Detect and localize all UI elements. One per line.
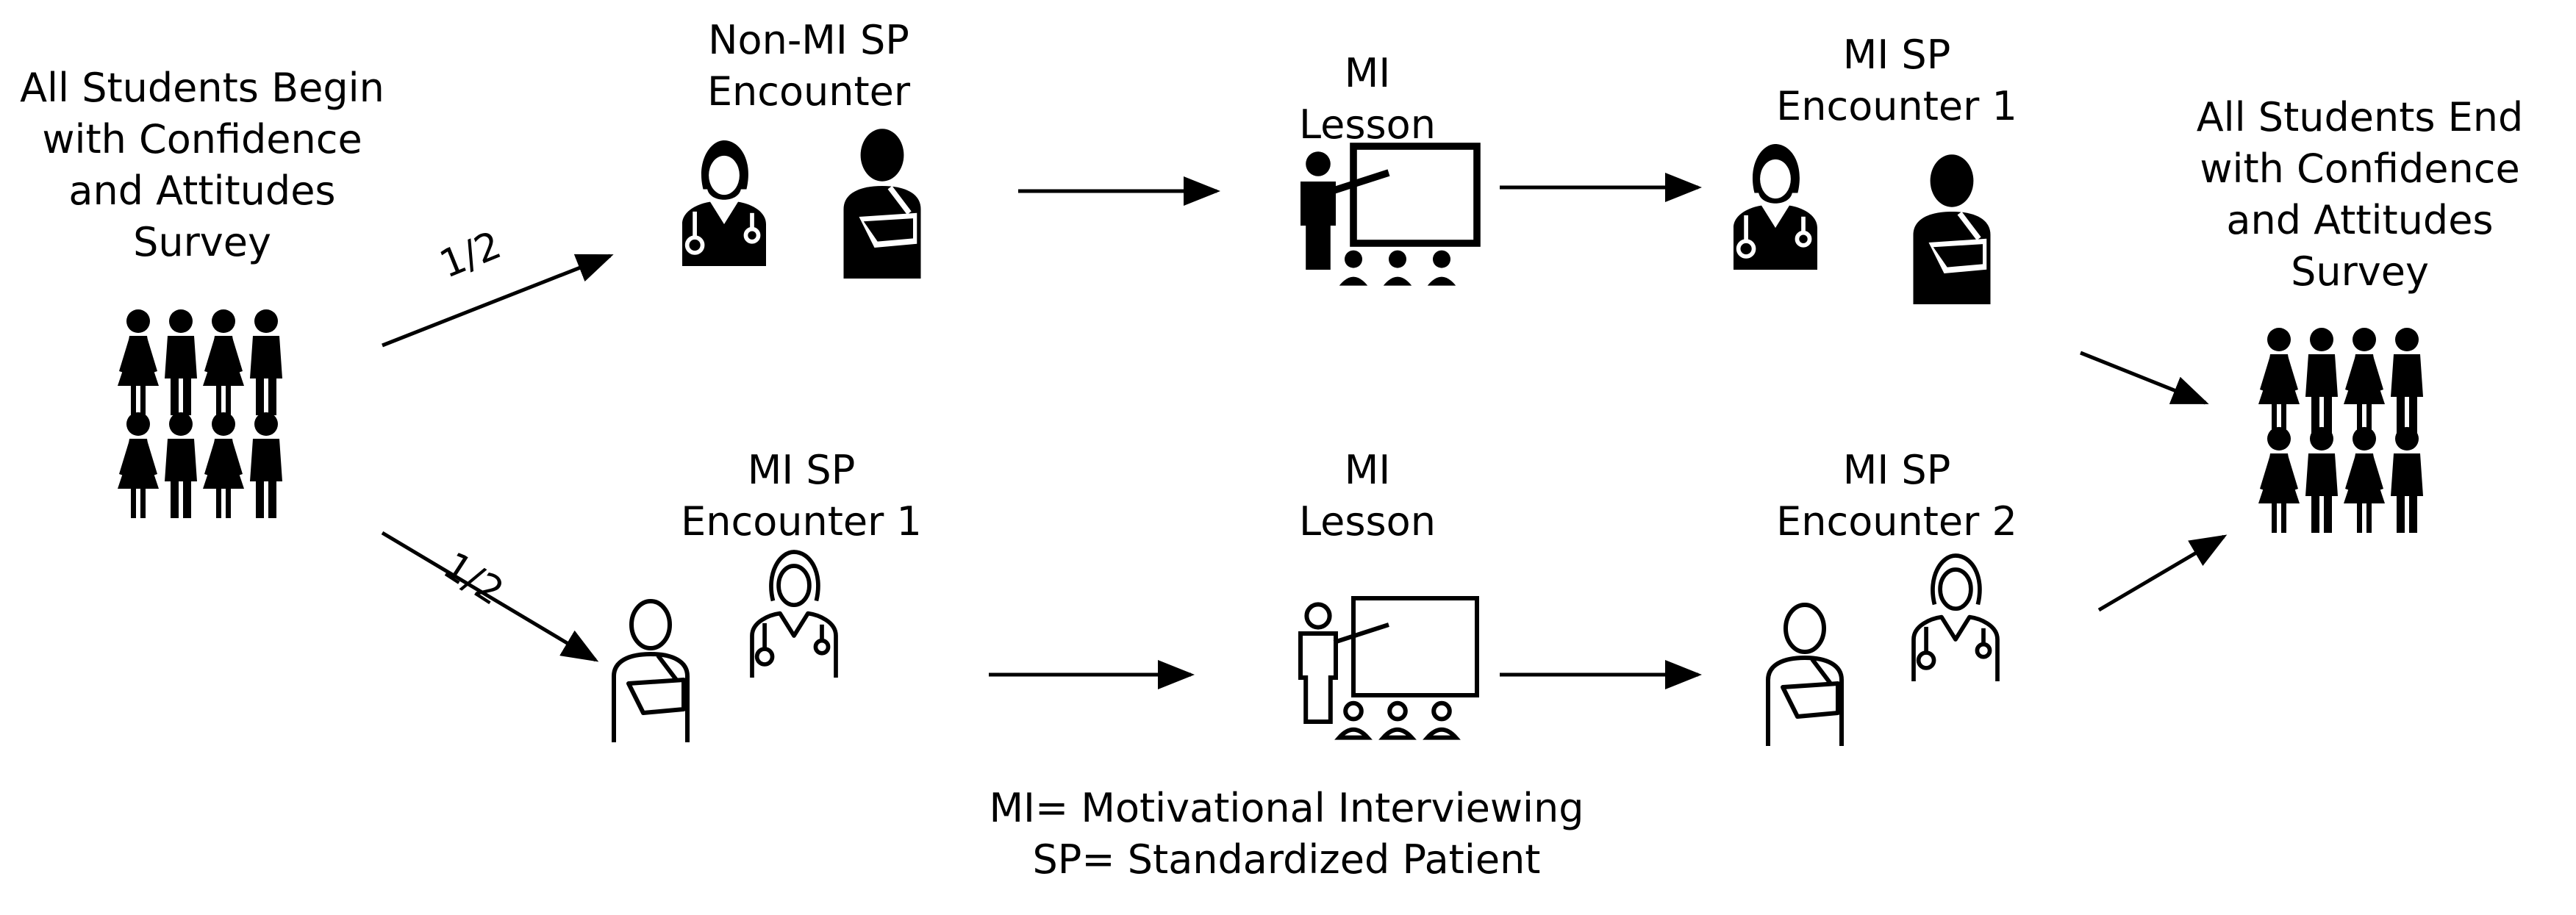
- bottom-patient2-icon: [1768, 605, 1842, 746]
- end-label-line: with Confidence: [2200, 146, 2520, 192]
- bottom-step2-line: Lesson: [1299, 498, 1436, 545]
- end-students-icon: [2258, 328, 2423, 533]
- arrow-split-top: [382, 254, 614, 348]
- top-step1-line: Non-MI SP: [708, 17, 909, 63]
- bottom-doctor2-icon: [1914, 556, 1997, 681]
- bottom-patient-icon: [614, 601, 687, 742]
- legend: MI= Motivational Interviewing SP= Standa…: [845, 783, 1728, 886]
- end-label-line: All Students End: [2196, 94, 2524, 140]
- top-doctor2-icon: [1734, 144, 1817, 270]
- start-label-line: All Students Begin: [20, 65, 384, 111]
- start-label-line: Survey: [133, 219, 271, 265]
- legend-mi: MI= Motivational Interviewing: [989, 785, 1584, 831]
- top-step2-line: Lesson: [1299, 101, 1436, 148]
- bottom-step3-label: MI SP Encounter 2: [1735, 445, 2058, 548]
- top-step1-line: Encounter: [706, 68, 911, 115]
- arrow-bottom-end: [2097, 534, 2228, 612]
- arrow-top-end: [2080, 351, 2209, 405]
- top-step2-label: MI Lesson: [1242, 48, 1492, 151]
- legend-sp: SP= Standardized Patient: [1032, 836, 1541, 883]
- top-lesson-icon: [1300, 146, 1477, 286]
- top-patient2-icon: [1914, 154, 1991, 304]
- end-label-line: and Attitudes: [2226, 197, 2494, 243]
- end-label-line: Survey: [2291, 248, 2429, 295]
- bottom-step1-line: Encounter 1: [681, 498, 922, 545]
- bottom-step1-line: MI SP: [747, 447, 856, 493]
- start-label-line: with Confidence: [42, 116, 362, 162]
- top-doctor-icon: [682, 140, 766, 266]
- top-step3-line: Encounter 1: [1776, 83, 2017, 129]
- bottom-step3-line: MI SP: [1842, 447, 1951, 493]
- top-step2-line: MI: [1344, 50, 1391, 96]
- start-label-line: and Attitudes: [68, 168, 336, 214]
- top-patient-icon: [844, 129, 921, 279]
- start-label: All Students Begin with Confidence and A…: [7, 62, 397, 268]
- top-step3-line: MI SP: [1842, 32, 1951, 78]
- end-label: All Students End with Confidence and Att…: [2154, 92, 2566, 298]
- arrow-split-bottom: [381, 531, 599, 662]
- bottom-step2-line: MI: [1344, 447, 1391, 493]
- bottom-step3-line: Encounter 2: [1776, 498, 2017, 545]
- start-students-icon: [118, 309, 282, 518]
- bottom-lesson-icon: [1300, 598, 1477, 738]
- top-step1-label: Non-MI SP Encounter: [647, 15, 970, 118]
- bottom-doctor-icon: [752, 552, 836, 678]
- bottom-step1-label: MI SP Encounter 1: [640, 445, 963, 548]
- top-step3-label: MI SP Encounter 1: [1735, 29, 2058, 132]
- bottom-step2-label: MI Lesson: [1242, 445, 1492, 548]
